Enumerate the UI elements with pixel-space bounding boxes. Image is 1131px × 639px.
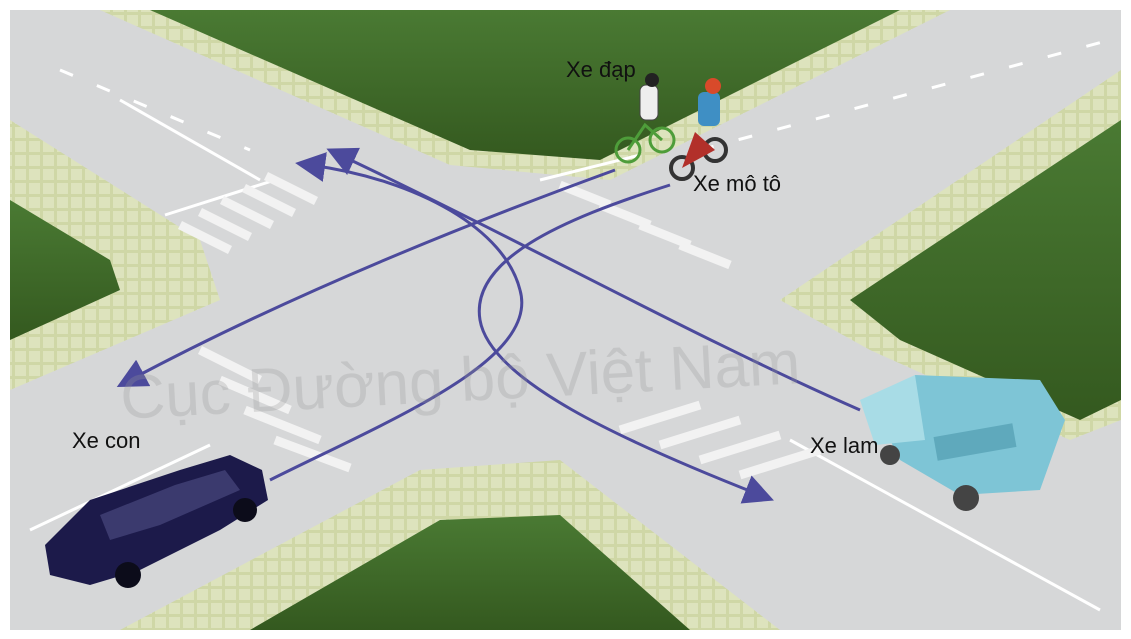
label-car: Xe con	[72, 428, 141, 454]
label-motorbike: Xe mô tô	[693, 171, 781, 197]
label-bicycle: Xe đạp	[566, 57, 636, 83]
label-lam: Xe lam	[810, 433, 878, 459]
